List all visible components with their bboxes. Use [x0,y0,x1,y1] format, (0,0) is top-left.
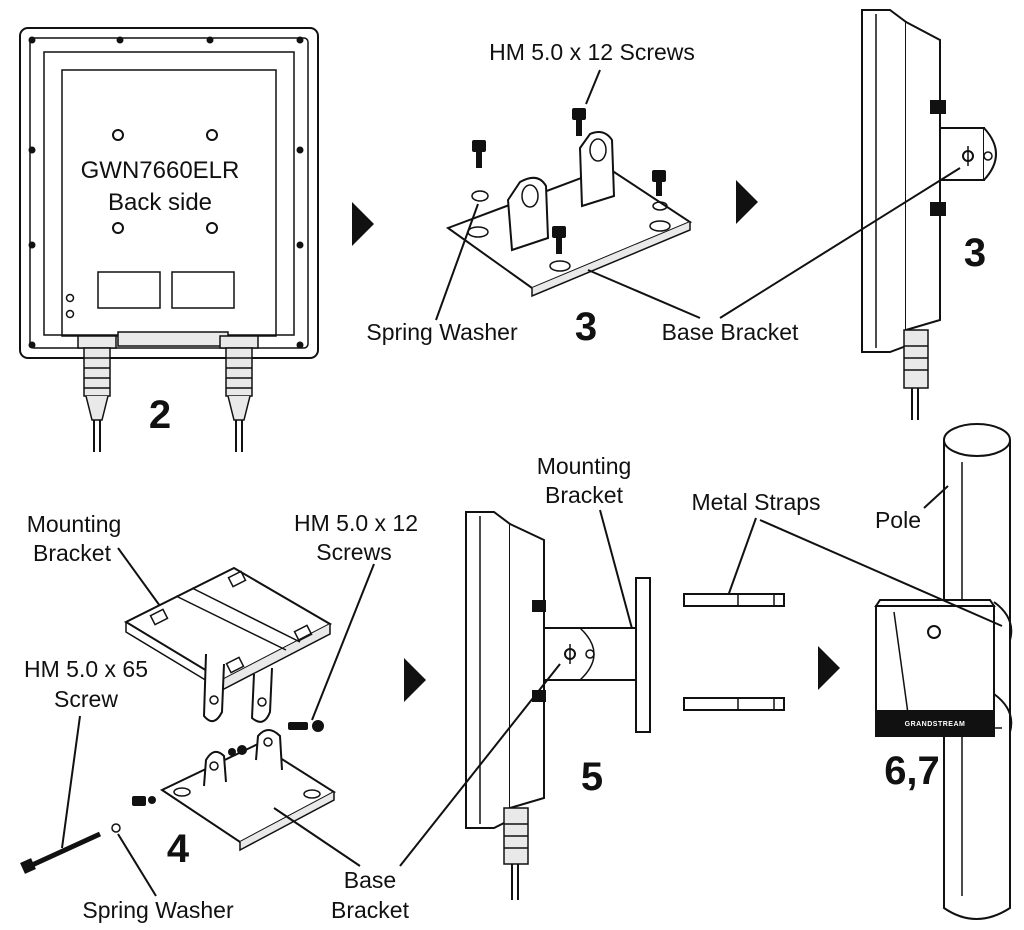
device-back-illustration [19,27,319,452]
long-screw-label-line2: Screw [54,686,118,712]
step-arrow-icon [352,202,374,246]
step-arrow-icon [404,658,426,702]
step-number-3: 3 [964,231,986,275]
panel-back-side: GWN7660ELR Back side 2 [19,27,319,452]
mounting-bracket-label-line1: Mounting [537,453,632,479]
device-side-illustration [861,9,997,420]
base-bracket-illustration [445,108,693,298]
brand-logo: GRANDSTREAM [905,721,966,728]
mounting-bracket-label-line1: Mounting [27,511,122,537]
device-model-label: GWN7660ELR [81,157,240,184]
step-arrow-icon [818,646,840,690]
step-arrow-icon [736,180,758,224]
step-number-4: 4 [167,827,190,871]
pole-label: Pole [875,507,921,533]
step-number-2: 2 [149,393,171,437]
metal-straps-label: Metal Straps [691,489,820,515]
base-bracket-label-line1: Base [344,867,396,893]
device-side-label: Back side [108,189,212,216]
step-number-5: 5 [581,755,603,799]
panel-side-view: 3 [719,9,997,420]
spring-washer-label: Spring Washer [82,897,234,923]
mounted-device-illustration: GRANDSTREAM [874,599,1002,737]
metal-strap-illustration [683,593,785,607]
base-bracket-label-line2: Bracket [331,897,410,923]
long-screw-label-line1: HM 5.0 x 65 [24,656,148,682]
device-with-bracket-illustration [465,511,651,900]
screws-label-line2: Screws [316,539,391,565]
metal-strap-illustration [683,697,785,711]
spring-washer-label: Spring Washer [366,319,518,345]
mounting-bracket-illustration [123,566,333,723]
step-number-3: 3 [575,305,597,349]
mounting-bracket-label-line2: Bracket [33,540,112,566]
screws-label: HM 5.0 x 12 Screws [489,39,695,65]
base-bracket-label: Base Bracket [662,319,799,345]
step-number-6-7: 6,7 [884,749,940,793]
screws-label-line1: HM 5.0 x 12 [294,510,418,536]
mounting-bracket-label-line2: Bracket [545,482,624,508]
panel-base-bracket: HM 5.0 x 12 Screws [366,39,799,349]
panel-device-with-mounting-bracket: Mounting Bracket Metal Straps [399,453,821,900]
panel-mounting-bracket-assembly: Mounting Bracket HM 5.0 x 12 Screws [20,510,418,923]
panel-pole-mount: GRANDSTREAM Pole 6,7 [759,423,1013,920]
base-bracket-illustration [20,720,336,874]
